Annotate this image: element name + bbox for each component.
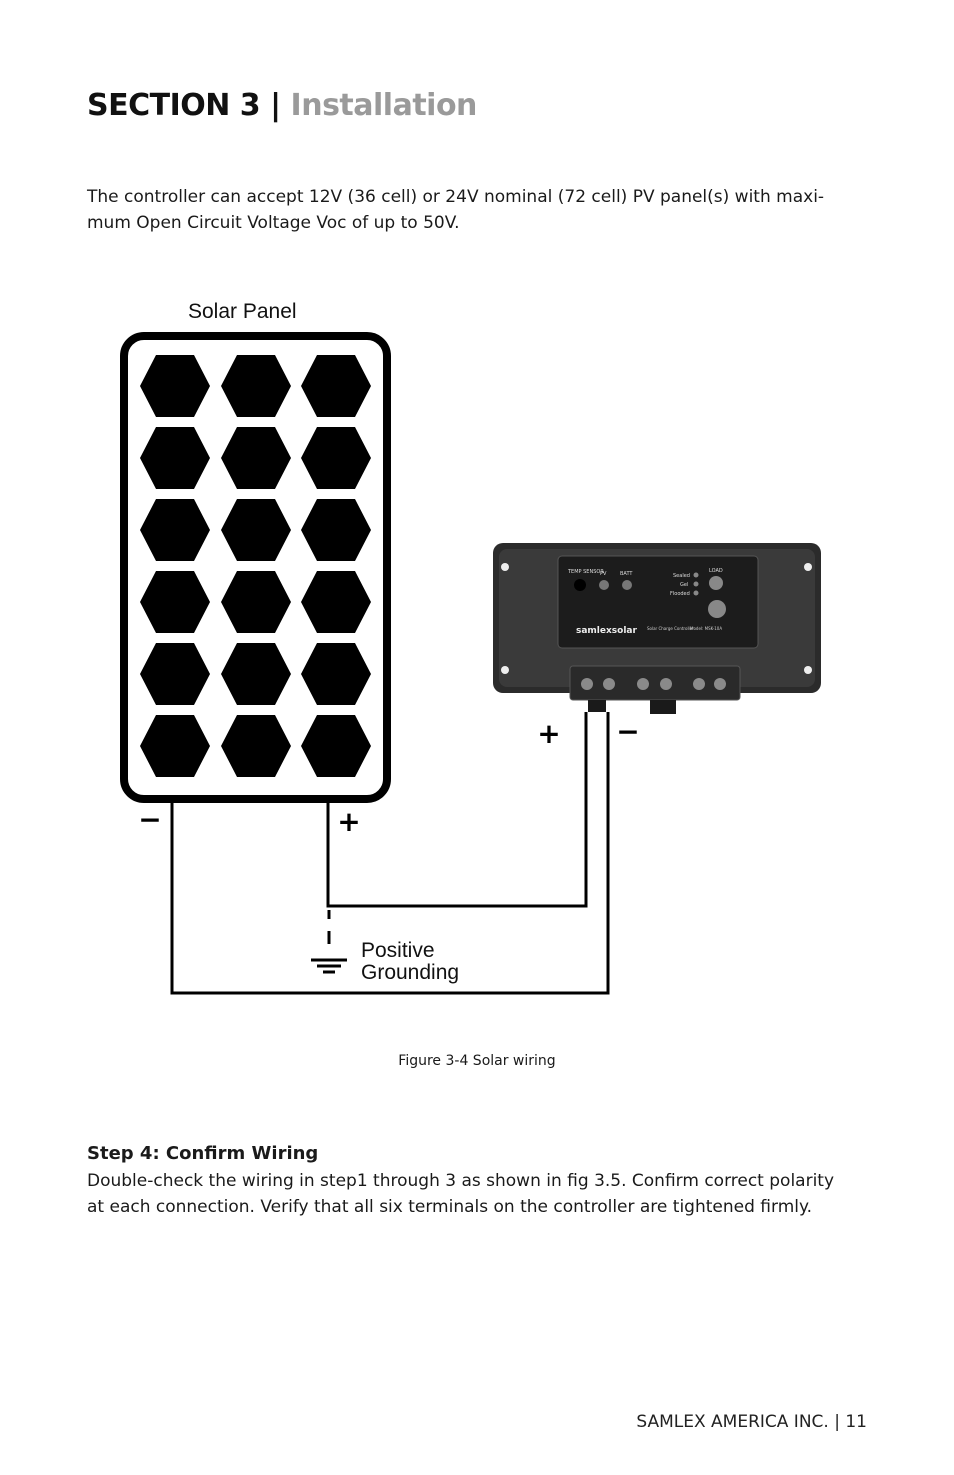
controller-plus-sign: + [537,717,560,750]
ground-label-line-1: Positive [361,939,435,962]
controller-sealed-label: Sealed [673,573,690,579]
solar-cell [140,499,210,561]
mount-hole-br [804,666,812,674]
battery-type-button [708,600,726,618]
page-footer: SAMLEX AMERICA INC. | 11 [636,1412,867,1432]
controller-minus-sign: − [616,715,639,748]
solar-cells [140,355,371,777]
solar-cell [221,355,291,417]
solar-cell [301,715,371,777]
gel-led [693,581,699,587]
step-title: Step 4: Confirm Wiring [87,1143,319,1164]
mount-hole-tr [804,563,812,571]
terminal-2 [603,678,615,690]
footer-separator: | [834,1412,840,1432]
section-heading: SECTION 3 | Installation [87,88,477,123]
solar-cell [301,427,371,489]
step-body: Double-check the wiring in step1 through… [87,1168,877,1220]
footer-company: SAMLEX AMERICA INC. [636,1412,829,1432]
controller-batt-label: BATT [620,571,633,577]
flooded-led [693,590,699,596]
controller-gel-label: Gel [680,582,688,588]
step-line-1: Double-check the wiring in step1 through… [87,1171,835,1191]
controller-load-label: LOAD [709,568,723,574]
intro-paragraph: The controller can accept 12V (36 cell) … [87,184,877,236]
intro-line-2: mum Open Circuit Voltage Voc of up to 50… [87,213,460,233]
load-button [709,576,723,590]
solar-cell [221,715,291,777]
terminal-6 [714,678,726,690]
panel-minus-sign: − [138,803,161,836]
solar-cell [140,355,210,417]
solar-panel-label: Solar Panel [188,300,297,323]
wiring [170,712,610,995]
controller-product: Solar Charge Controller [647,626,694,631]
solar-cell [140,715,210,777]
charge-controller: TEMP SENSOR PV BATT Sealed Gel Flooded L… [493,543,821,714]
panel-plus-sign: + [337,805,360,838]
page-number: 11 [845,1412,867,1432]
terminal-4 [660,678,672,690]
positive-wire [326,712,588,908]
solar-wiring-diagram: Solar Panel − + + − Positive Grounding T… [120,300,821,995]
solar-cell [221,499,291,561]
solar-cell [221,427,291,489]
solar-cell [301,355,371,417]
solar-cell [301,499,371,561]
solar-cell [221,643,291,705]
solar-cell [140,571,210,633]
solar-cell [301,643,371,705]
mount-hole-tl [501,563,509,571]
solar-cell [140,427,210,489]
controller-face-panel [557,555,759,649]
section-title: Installation [290,88,478,123]
ground-label-line-2: Grounding [361,961,459,984]
terminal-3 [637,678,649,690]
controller-temp-sensor: TEMP SENSOR [567,569,604,575]
controller-brand: samlexsolar [576,626,638,636]
pv-led [599,580,609,590]
heading-separator: | [270,88,281,123]
section-number: SECTION 3 [87,88,261,123]
negative-wire [170,712,610,995]
controller-pv-label: PV [600,571,607,577]
intro-line-1: The controller can accept 12V (36 cell) … [87,187,825,207]
temp-sensor-port [574,579,586,591]
mount-hole-bl [501,666,509,674]
batt-led [622,580,632,590]
terminal-5 [693,678,705,690]
solar-cell [221,571,291,633]
controller-model: Model: MSK-10A [690,626,722,631]
solar-cell [140,643,210,705]
sealed-led [693,572,699,578]
terminal-1 [581,678,593,690]
solar-cell [301,571,371,633]
step-line-2: at each connection. Verify that all six … [87,1197,813,1217]
controller-flooded-label: Flooded [670,591,690,597]
figure-caption: Figure 3-4 Solar wiring [398,1053,556,1069]
